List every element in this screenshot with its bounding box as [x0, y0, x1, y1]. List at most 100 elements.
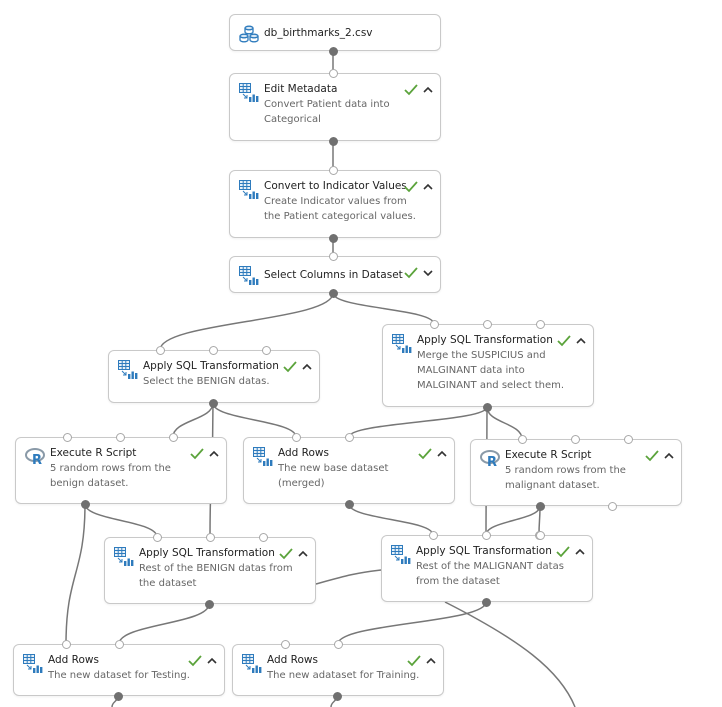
input-port[interactable]	[114, 639, 124, 649]
input-port[interactable]	[258, 532, 268, 542]
input-port[interactable]	[428, 530, 438, 540]
input-port[interactable]	[481, 530, 491, 540]
input-port[interactable]	[208, 345, 218, 355]
input-port[interactable]	[429, 319, 439, 329]
connection-n10-n12[interactable]	[118, 603, 210, 645]
input-port[interactable]	[155, 345, 165, 355]
connection-n9-n11[interactable]	[485, 505, 541, 536]
module-description: The new dataset for Testing.	[48, 668, 214, 683]
collapse-chevron-icon[interactable]	[645, 448, 674, 462]
module-description: Rest of the MALIGNANT datas from the data…	[416, 559, 582, 589]
r-icon: R	[479, 448, 500, 470]
collapse-chevron-icon[interactable]	[279, 546, 308, 560]
input-port[interactable]	[344, 432, 354, 442]
input-port[interactable]	[570, 434, 580, 444]
input-port[interactable]	[623, 434, 633, 444]
output-port[interactable]	[481, 597, 491, 607]
module-description-line: Create Indicator values from	[264, 196, 407, 207]
output-port-secondary[interactable]	[535, 530, 545, 540]
input-port[interactable]	[62, 432, 72, 442]
module-description-line: Convert Patient data into	[264, 99, 390, 110]
input-port[interactable]	[328, 165, 338, 175]
input-port[interactable]	[535, 319, 545, 329]
module-description-line: Rest of the MALIGNANT datas	[416, 561, 564, 572]
output-port[interactable]	[344, 499, 354, 509]
input-port[interactable]	[482, 319, 492, 329]
output-port[interactable]	[328, 233, 338, 243]
svg-text:R: R	[32, 453, 42, 468]
input-port[interactable]	[333, 639, 343, 649]
input-port[interactable]	[168, 432, 178, 442]
input-port[interactable]	[261, 345, 271, 355]
collapse-chevron-icon[interactable]	[556, 544, 585, 558]
collapse-chevron-icon[interactable]	[283, 359, 312, 373]
module-node[interactable]: Select Columns in Dataset	[229, 256, 441, 293]
output-port[interactable]	[535, 501, 545, 511]
connection-n8-n11[interactable]	[348, 503, 434, 536]
collapse-chevron-icon[interactable]	[188, 653, 217, 667]
output-port[interactable]	[208, 398, 218, 408]
module-description-line: Merge the SUSPICIUS and	[417, 350, 546, 361]
input-port[interactable]	[328, 251, 338, 261]
connection-n4-n6[interactable]	[332, 292, 435, 325]
output-port[interactable]	[332, 691, 342, 701]
input-port[interactable]	[517, 434, 527, 444]
input-port[interactable]	[328, 68, 338, 78]
module-icon	[238, 82, 259, 102]
collapse-chevron-icon[interactable]	[404, 179, 433, 193]
collapse-chevron-icon[interactable]	[190, 446, 219, 460]
output-port[interactable]	[204, 599, 214, 609]
connection-n7-n10[interactable]	[84, 503, 158, 538]
output-port[interactable]	[328, 136, 338, 146]
output-port[interactable]	[328, 288, 338, 298]
output-port[interactable]	[80, 499, 90, 509]
output-port[interactable]	[482, 402, 492, 412]
collapse-chevron-icon[interactable]	[557, 333, 586, 347]
module-description-line: Rest of the BENIGN datas from	[139, 563, 293, 574]
expand-chevron-icon[interactable]	[404, 265, 433, 279]
module-title: Apply SQL Transformation	[417, 334, 553, 346]
module-title: Add Rows	[267, 654, 318, 666]
connection-n11-offpage[interactable]	[444, 601, 576, 707]
input-port[interactable]	[280, 639, 290, 649]
module-description-line: the Patient categorical values.	[264, 211, 416, 222]
module-description-line: from the dataset	[416, 576, 500, 587]
connection-n7-n12[interactable]	[65, 503, 86, 645]
module-icon	[117, 359, 138, 379]
collapse-chevron-icon[interactable]	[418, 446, 447, 460]
module-title: Apply SQL Transformation	[143, 360, 279, 372]
module-node[interactable]: db_birthmarks_2.csv	[229, 14, 441, 51]
connection-n6-n9[interactable]	[486, 406, 523, 440]
connection-n4-n5[interactable]	[159, 292, 334, 351]
connection-n5-n7[interactable]	[172, 402, 214, 438]
collapse-chevron-icon[interactable]	[404, 82, 433, 96]
connection-n11-n13[interactable]	[337, 601, 487, 645]
connection-n5-n8[interactable]	[212, 402, 297, 438]
input-port[interactable]	[61, 639, 71, 649]
database-icon	[238, 23, 259, 43]
connection-n10-n11[interactable]	[315, 569, 382, 585]
input-port[interactable]	[291, 432, 301, 442]
connection-n6-n8[interactable]	[348, 406, 488, 438]
input-port[interactable]	[205, 532, 215, 542]
input-port[interactable]	[152, 532, 162, 542]
collapse-chevron-icon[interactable]	[407, 653, 436, 667]
module-description-line: 5 random rows from the	[505, 465, 626, 476]
input-port[interactable]	[115, 432, 125, 442]
module-icon	[252, 446, 273, 466]
output-port[interactable]	[328, 46, 338, 56]
output-port[interactable]	[113, 691, 123, 701]
output-port-secondary[interactable]	[607, 501, 617, 511]
